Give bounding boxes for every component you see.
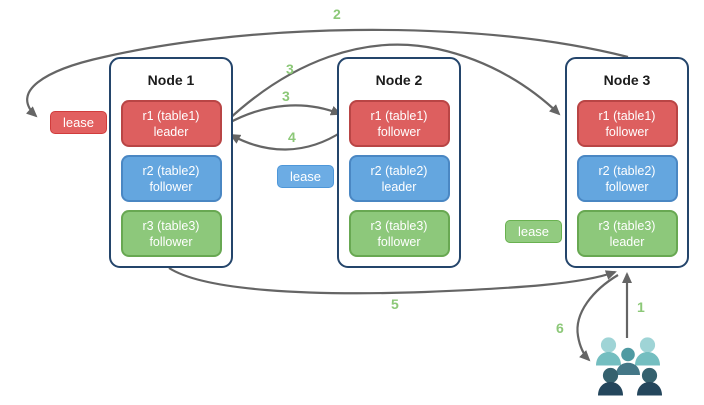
arrow-5-node1-to-node3 — [168, 267, 617, 295]
step-label-3-upper: 3 — [286, 61, 294, 77]
node-1: Node 1 r1 (table1) leader r2 (table2) fo… — [109, 57, 233, 268]
arrow-4-node2-to-leader — [229, 130, 344, 151]
node3-replica-r1: r1 (table1) follower — [576, 100, 678, 147]
node3-replica-r2: r2 (table2) follower — [576, 155, 678, 202]
replica-name: r3 (table3) — [370, 218, 428, 233]
replica-name: r3 (table3) — [598, 218, 656, 233]
node3-replica-r3: r3 (table3) leader — [576, 210, 678, 257]
node1-replica-r1: r1 (table1) leader — [120, 100, 222, 147]
arrow-3-leader-to-node2 — [226, 104, 342, 125]
replica-role: leader — [153, 124, 189, 139]
node-2: Node 2 r1 (table1) follower r2 (table2) … — [337, 57, 461, 268]
replica-role: leader — [609, 234, 645, 249]
replica-name: r2 (table2) — [370, 163, 428, 178]
replica-role: follower — [149, 234, 193, 249]
node2-replica-r1: r1 (table1) follower — [348, 100, 450, 147]
users-icon-back-row — [596, 337, 660, 366]
replica-name: r1 (table1) — [598, 108, 656, 123]
node-3: Node 3 r1 (table1) follower r2 (table2) … — [565, 57, 689, 268]
step-label-6: 6 — [556, 320, 564, 336]
replica-role: follower — [377, 124, 421, 139]
replica-role: follower — [149, 179, 193, 194]
replica-role: follower — [377, 234, 421, 249]
users-icon-front-row — [598, 367, 662, 396]
node-1-title: Node 1 — [147, 72, 195, 88]
replica-name: r1 (table1) — [142, 108, 200, 123]
lease-label-table3: lease — [505, 220, 562, 243]
lease-label-table1: lease — [50, 111, 107, 134]
step-label-2: 2 — [333, 6, 341, 22]
lease-label-table2: lease — [277, 165, 334, 188]
replica-role: follower — [605, 179, 649, 194]
step-label-5: 5 — [391, 296, 399, 312]
replica-name: r3 (table3) — [142, 218, 200, 233]
replica-name: r1 (table1) — [370, 108, 428, 123]
step-label-3-lower: 3 — [282, 88, 290, 104]
step-label-4: 4 — [288, 129, 296, 145]
replica-role: leader — [381, 179, 417, 194]
users-icon — [596, 337, 662, 396]
node1-replica-r3: r3 (table3) follower — [120, 210, 222, 257]
replica-role: follower — [605, 124, 649, 139]
users-icon-middle-person — [616, 347, 640, 375]
node2-replica-r2: r2 (table2) leader — [348, 155, 450, 202]
node2-replica-r3: r3 (table3) follower — [348, 210, 450, 257]
step-label-1: 1 — [637, 299, 645, 315]
node1-replica-r2: r2 (table2) follower — [120, 155, 222, 202]
replica-name: r2 (table2) — [598, 163, 656, 178]
node-2-title: Node 2 — [375, 72, 423, 88]
replica-name: r2 (table2) — [142, 163, 200, 178]
node-3-title: Node 3 — [603, 72, 651, 88]
